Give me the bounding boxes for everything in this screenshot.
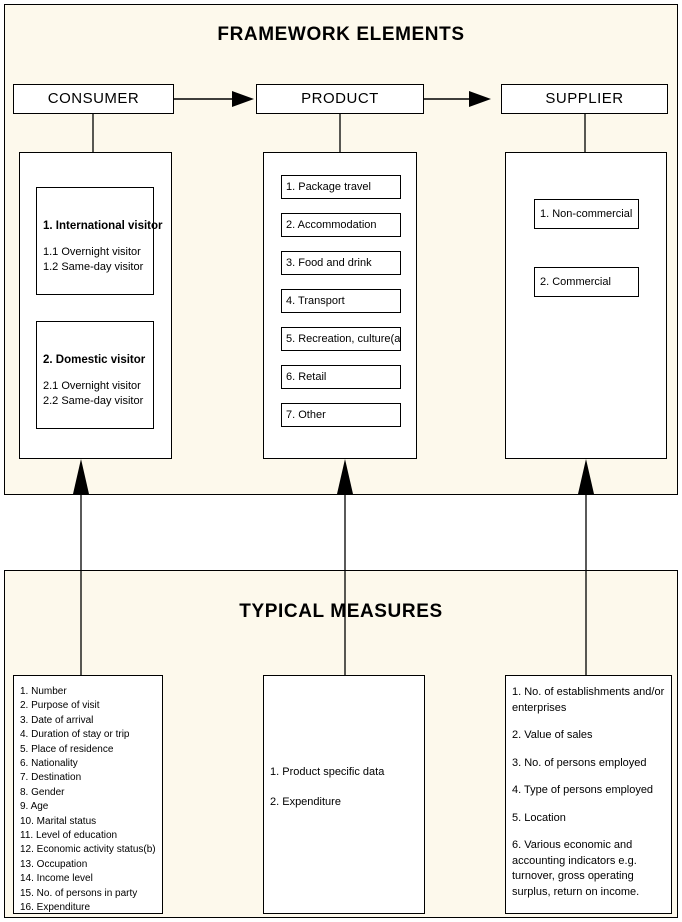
list-item: 12. Economic activity status(b) — [20, 844, 156, 856]
framework-elements-title: FRAMEWORK ELEMENTS — [217, 24, 465, 45]
consumer-column: 1. International visitor 1.1 Overnight v… — [19, 152, 172, 459]
consumer-group-items: 1.1 Overnight visitor 1.2 Same-day visit… — [43, 245, 143, 275]
list-item: 7. Destination — [20, 772, 82, 784]
list-item: 10. Marital status — [20, 815, 97, 827]
product-header-box[interactable]: PRODUCT — [256, 84, 424, 114]
list-item: 5. Location — [512, 811, 566, 824]
supplier-item[interactable]: 2. Commercial — [534, 267, 639, 297]
supplier-item[interactable]: 1. Non-commercial — [534, 199, 639, 229]
list-item: 2. Expenditure — [270, 796, 341, 808]
list-item: 6. Nationality — [20, 758, 78, 770]
consumer-group-heading: 2. Domestic visitor — [43, 354, 146, 366]
list-item: 2. Value of sales — [512, 729, 593, 741]
product-item[interactable]: 4. Transport — [281, 289, 401, 313]
list-item: 3. Date of arrival — [20, 714, 94, 726]
consumer-measures-box[interactable]: 1. Number 2. Purpose of visit 3. Date of… — [13, 675, 163, 914]
list-item: 3. No. of persons employed — [512, 756, 647, 769]
list-item: 8. Gender — [20, 786, 65, 798]
typical-measures-title: TYPICAL MEASURES — [239, 601, 443, 622]
list-item: 1. No. of establishments and/or enterpri… — [512, 686, 665, 714]
list-item: 14. Income level — [20, 873, 93, 885]
supplier-header-box[interactable]: SUPPLIER — [501, 84, 668, 114]
list-item: 2. Purpose of visit — [20, 700, 100, 712]
list-item: 11. Level of education — [20, 830, 118, 842]
product-item[interactable]: 6. Retail — [281, 365, 401, 389]
product-item[interactable]: 1. Package travel — [281, 175, 401, 199]
list-item: 1. Product specific data — [270, 766, 385, 778]
consumer-group-item: 2.1 Overnight visitor — [43, 380, 141, 392]
list-item: 4. Duration of stay or trip — [20, 729, 130, 741]
supplier-measures-list: 1. No. of establishments and/or enterpri… — [512, 685, 667, 912]
consumer-group-international-visitor[interactable]: 1. International visitor 1.1 Overnight v… — [36, 187, 163, 295]
list-item: 13. Occupation — [20, 858, 88, 870]
consumer-header-box[interactable]: CONSUMER — [13, 84, 174, 114]
supplier-measures-box[interactable]: 1. No. of establishments and/or enterpri… — [505, 675, 672, 914]
product-item[interactable]: 7. Other — [281, 403, 401, 427]
list-item: 1. Number — [20, 686, 67, 697]
list-item: 16. Expenditure — [20, 902, 91, 914]
supplier-column: 1. Non-commercial 2. Commercial — [505, 152, 667, 459]
consumer-group-item: 1.2 Same-day visitor — [43, 261, 144, 273]
list-item: 15. No. of persons in party — [20, 887, 138, 899]
product-item[interactable]: 3. Food and drink — [281, 251, 401, 275]
list-item: 5. Place of residence — [20, 743, 114, 755]
consumer-group-items: 2.1 Overnight visitor 2.2 Same-day visit… — [43, 379, 143, 409]
consumer-group-domestic-visitor[interactable]: 2. Domestic visitor 2.1 Overnight visito… — [36, 321, 154, 429]
consumer-group-item: 1.1 Overnight visitor — [43, 246, 141, 258]
consumer-group-heading: 1. International visitor — [43, 220, 163, 232]
product-measures-list: 1. Product specific data 2. Expenditure — [270, 764, 420, 824]
product-measures-box[interactable]: 1. Product specific data 2. Expenditure — [263, 675, 425, 914]
product-item[interactable]: 2. Accommodation — [281, 213, 401, 237]
consumer-group-item: 2.2 Same-day visitor — [43, 395, 144, 407]
list-item: 6. Various economic and accounting indic… — [512, 839, 640, 898]
product-item[interactable]: 5. Recreation, culture(a) — [281, 327, 401, 351]
list-item: 4. Type of persons employed — [512, 784, 654, 796]
product-column: 1. Package travel 2. Accommodation 3. Fo… — [263, 152, 417, 459]
consumer-measures-list: 1. Number 2. Purpose of visit 3. Date of… — [20, 685, 158, 916]
list-item: 9. Age — [20, 801, 49, 813]
